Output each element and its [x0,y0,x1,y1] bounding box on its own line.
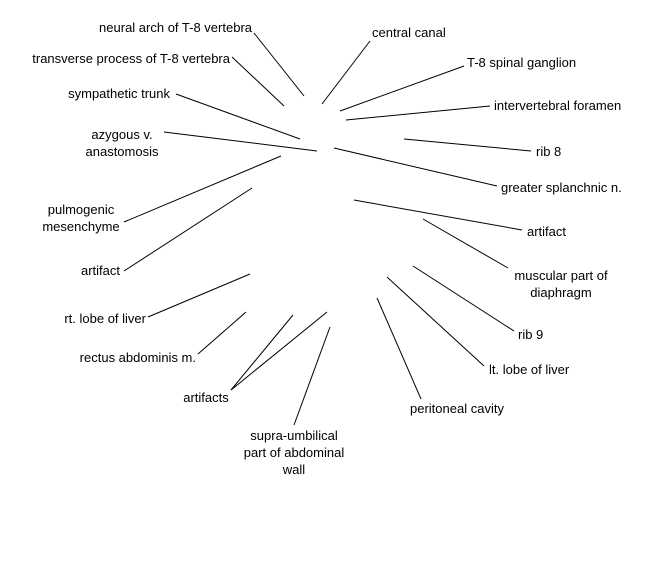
leader-rib-9 [412,265,515,332]
leader-pulmogenic [123,155,282,223]
leader-artifact-right [353,199,523,231]
leader-rt-lobe-liver [147,273,251,318]
leader-artifacts-2 [230,311,328,391]
label-pulmogenic-mesenchyme: pulmogenic mesenchyme [42,202,120,234]
leader-intervertebral [345,105,491,121]
label-artifact-left: artifact [80,263,120,278]
label-rib-9: rib 9 [518,327,544,342]
label-greater-splanchnic: greater splanchnic n. [501,180,622,195]
leader-artifacts-1 [230,314,294,391]
leader-artifact-left [123,187,253,272]
label-rectus-abdominis: rectus abdominis m. [79,350,196,365]
label-lt-lobe-liver: lt. lobe of liver [489,362,570,377]
label-peritoneal-cavity: peritoneal cavity [410,401,504,416]
leader-rib-8 [403,138,532,152]
label-azygous-anastomosis: azygous v. anastomosis [85,127,159,159]
leader-sympathetic-trunk [175,93,301,140]
leader-peritoneal [376,297,422,400]
label-central-canal: central canal [372,25,446,40]
label-neural-arch: neural arch of T-8 vertebra [99,20,252,35]
leader-greater-splanchnic [333,147,498,187]
label-artifacts: artifacts [183,390,229,405]
leader-central-canal [321,40,371,105]
leader-spinal-ganglion [339,65,465,112]
label-rt-lobe-liver: rt. lobe of liver [64,311,146,326]
leader-lt-lobe-liver [386,276,485,367]
leader-azygous [163,131,318,152]
label-artifact-right: artifact [527,224,567,239]
label-muscular-diaphragm: muscular part of diaphragm [514,268,608,300]
leader-rectus [197,311,247,355]
leader-diaphragm [422,218,509,269]
label-rib-8: rib 8 [536,144,562,159]
leader-neural-arch [253,32,305,97]
leader-transverse-process [231,56,285,107]
label-intervertebral-foramen: intervertebral foramen [494,98,622,113]
label-supra-umbilical-wall: supra-umbilical part of abdominal wall [243,428,345,477]
label-sympathetic-trunk: sympathetic trunk [68,86,170,101]
label-spinal-ganglion: T-8 spinal ganglion [467,55,577,70]
leader-supra-umbilical [293,326,331,426]
label-transverse-process: transverse process of T-8 vertebra [32,51,230,66]
